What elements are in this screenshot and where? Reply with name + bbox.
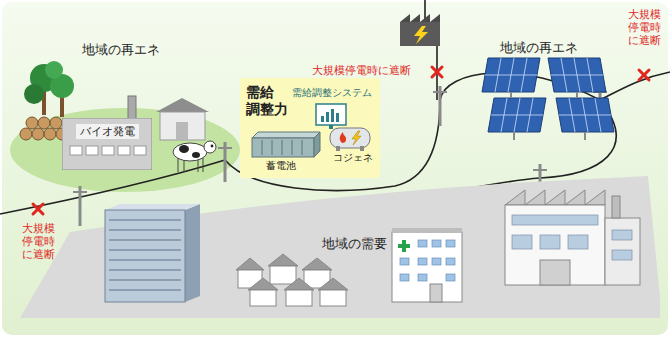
battery-label: 蓄電池 bbox=[266, 160, 296, 172]
cutoff-note: 大規模停電時に遮断 bbox=[312, 64, 411, 77]
renewable-label: 地域の再エネ bbox=[82, 42, 160, 58]
renewable-label: 地域の再エネ bbox=[500, 40, 578, 56]
cutoff-note: 大規模 停電時 に遮断 bbox=[626, 8, 662, 48]
cutoff-note: 大規模 停電時 に遮断 bbox=[20, 222, 56, 262]
demand-area: 地域の需要 bbox=[15, 170, 660, 320]
cogeneration-label: コジェネ bbox=[333, 152, 373, 164]
bio-power-building: バイオ発電 bbox=[62, 118, 152, 170]
system-label: 需給調整システム bbox=[292, 87, 372, 99]
node-text: 需給 調整力 bbox=[246, 84, 292, 118]
node-text: バイオ発電 bbox=[76, 124, 139, 139]
node-text: 地域の需要 bbox=[322, 236, 387, 252]
